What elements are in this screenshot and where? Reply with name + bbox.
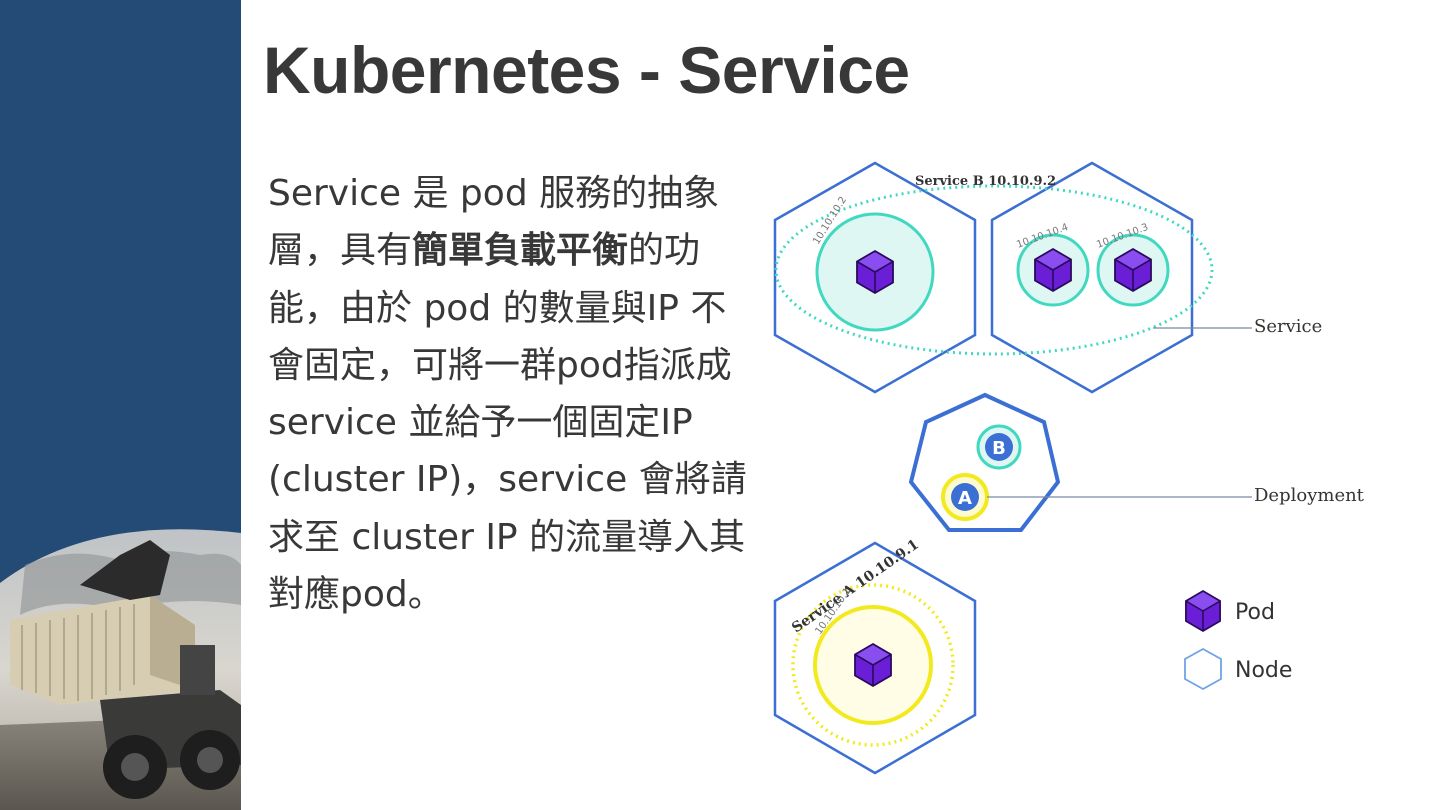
container-forklift-photo — [0, 529, 241, 810]
pod-cube-icon — [1185, 590, 1221, 632]
badge-a-letter: A — [958, 488, 972, 509]
body-paragraph: Service 是 pod 服務的抽象層，具有簡單負載平衡的功能，由於 pod … — [268, 165, 748, 623]
service-a-boundary — [791, 583, 955, 747]
body-text-part1: Service 是 pod 服務的抽象層，具有 — [268, 173, 720, 272]
badge-b-fill — [985, 433, 1013, 461]
service-b-label: Service B 10.10.9.2 — [915, 174, 1056, 189]
node-hexagon-icon — [1184, 647, 1222, 691]
deployment-callout-label: Deployment — [1254, 485, 1365, 506]
service-b-boundary — [774, 184, 1214, 356]
node-hexagon-1 — [773, 161, 977, 394]
legend: Pod Node — [1184, 590, 1292, 691]
badge-a-fill — [951, 483, 979, 511]
service-callout-label: Service — [1254, 316, 1322, 337]
legend-node-label: Node — [1235, 658, 1292, 683]
badge-b-letter: B — [992, 438, 1006, 459]
kubernetes-service-diagram: Service B 10.10.9.2 10.10.10.2 10.10.10.… — [773, 161, 1365, 775]
deployment-heptagon — [908, 392, 1061, 532]
body-text-part2: 的功能，由於 pod 的數量與IP 不會固定，可將一群pod指派成 servic… — [268, 230, 747, 616]
legend-pod-label: Pod — [1235, 600, 1275, 625]
node-hexagon-2 — [990, 161, 1194, 394]
node-hexagon-3 — [773, 541, 977, 775]
sidebar-panel — [0, 0, 241, 810]
page-title: Kubernetes - Service — [263, 33, 910, 107]
body-text-bold: 簡單負載平衡 — [412, 230, 629, 272]
